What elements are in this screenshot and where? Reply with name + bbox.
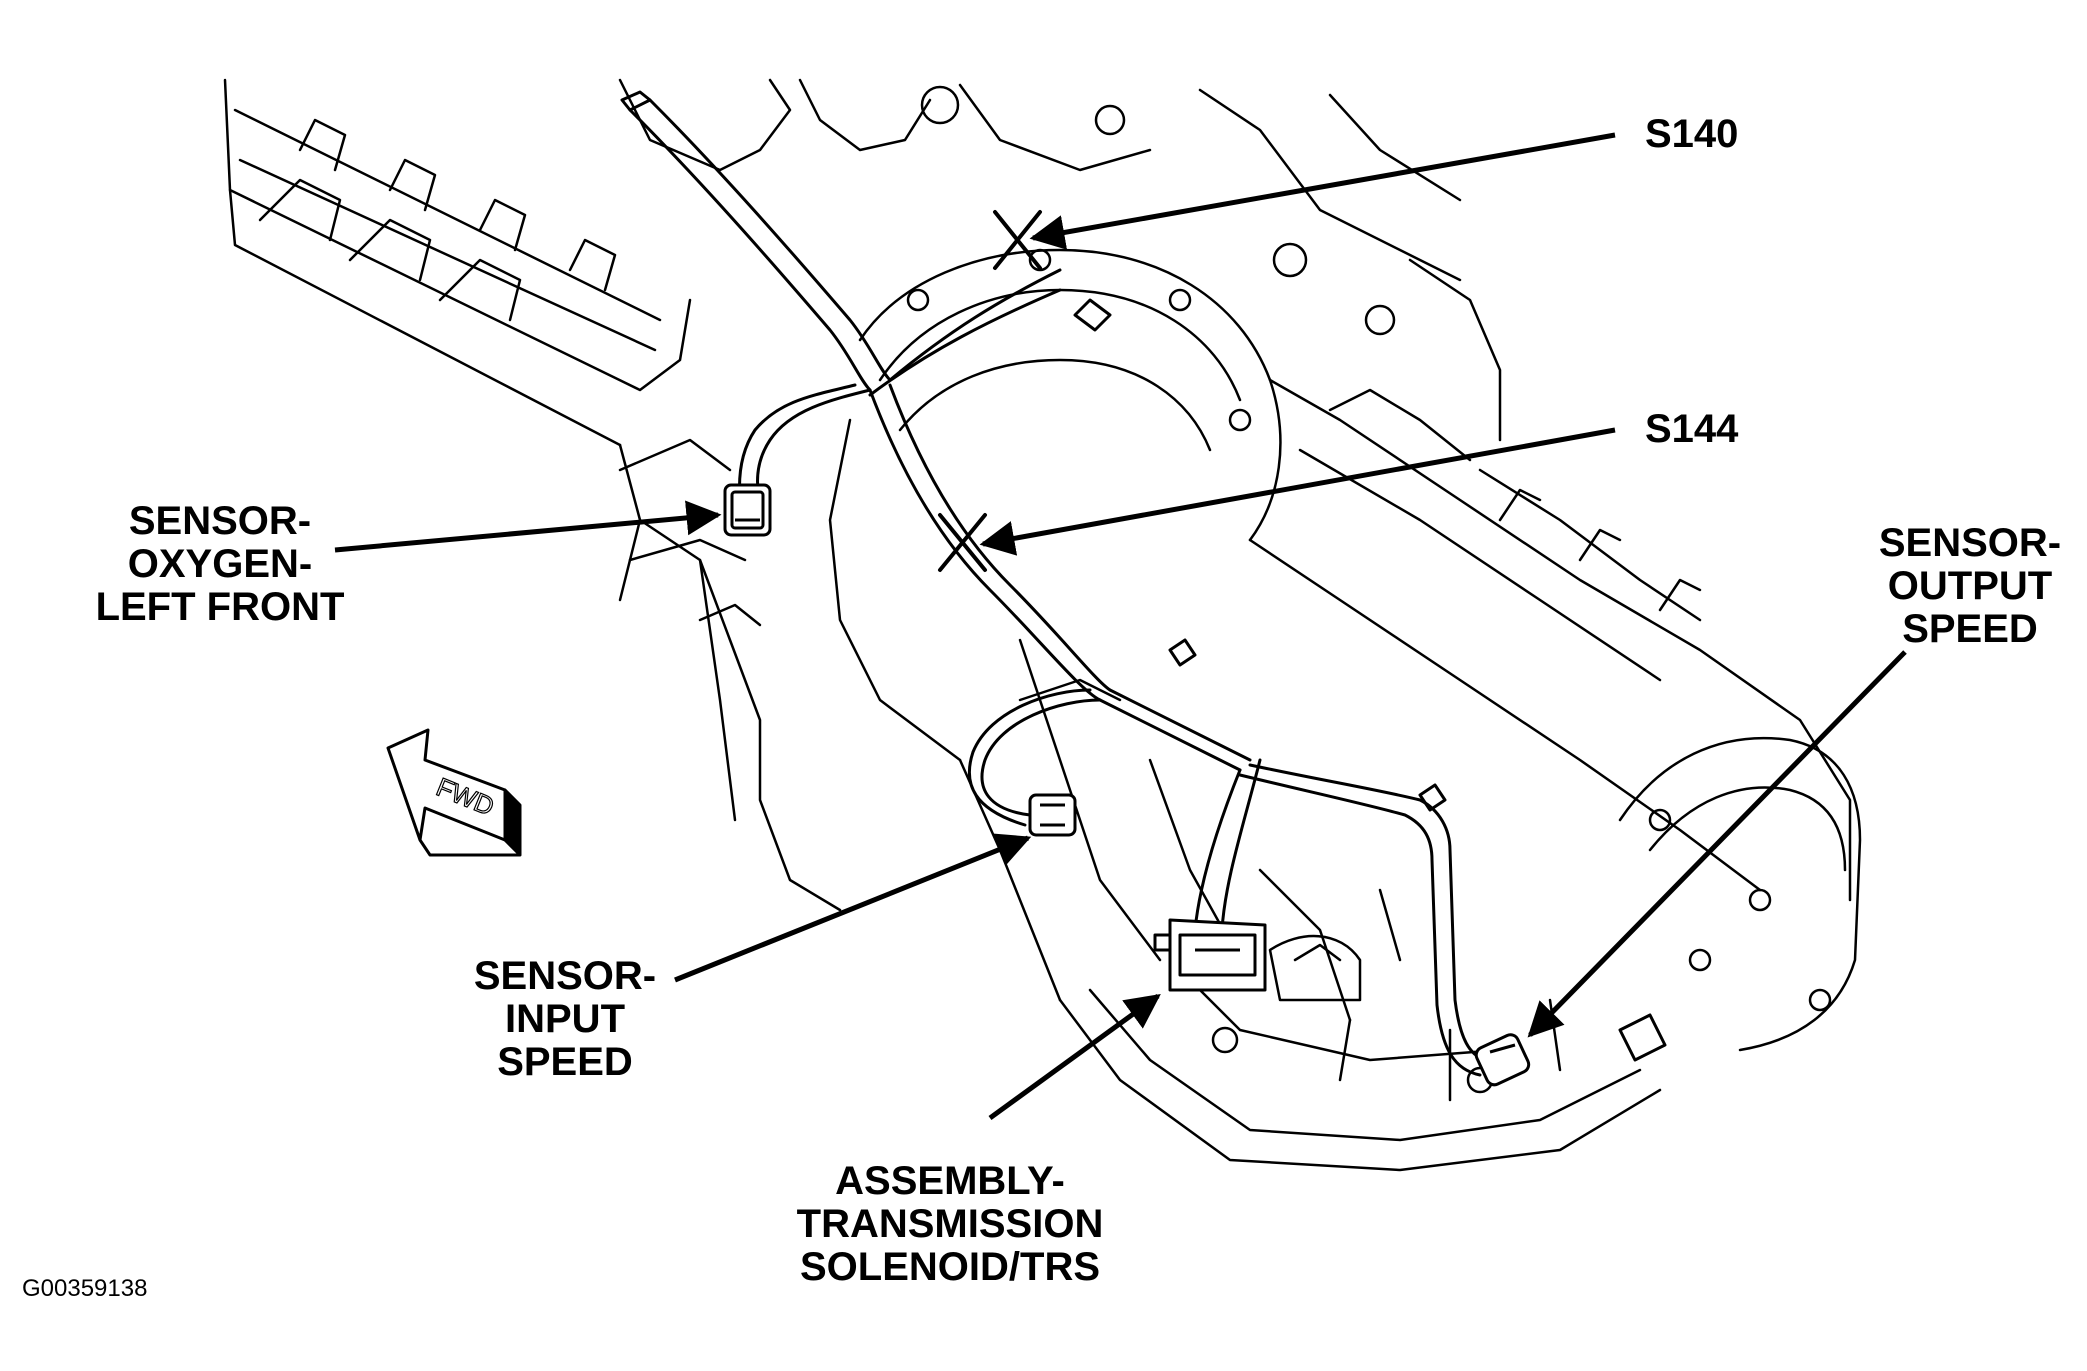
connectors bbox=[723, 483, 1667, 1087]
label-solenoid-line3: SOLENOID/TRS bbox=[799, 1245, 1101, 1289]
label-oxygen-sensor: SENSOR- OXYGEN- LEFT FRONT bbox=[90, 500, 350, 629]
label-output-speed: SENSOR- OUTPUT SPEED bbox=[1860, 522, 2080, 651]
output-speed-sensor-connector bbox=[1474, 1033, 1531, 1087]
label-solenoid-assembly: ASSEMBLY- TRANSMISSION SOLENOID/TRS bbox=[780, 1160, 1120, 1289]
splice-s140-mark bbox=[993, 210, 1042, 270]
leader-solenoid bbox=[988, 993, 1161, 1121]
leader-oxygen-sensor bbox=[334, 500, 722, 553]
label-input-line1: SENSOR- bbox=[473, 954, 657, 998]
label-oxygen-line2: OXYGEN- bbox=[127, 542, 313, 586]
oxygen-sensor-connector bbox=[723, 483, 772, 537]
callout-s140: S140 bbox=[1645, 112, 1739, 156]
label-input-line3: SPEED bbox=[497, 1040, 633, 1084]
leader-input-speed bbox=[674, 833, 1032, 983]
label-oxygen-line1: SENSOR- bbox=[128, 499, 312, 543]
leader-lines bbox=[334, 132, 1907, 1121]
label-output-line1: SENSOR- bbox=[1878, 521, 2062, 565]
figure-id: G00359138 bbox=[22, 1275, 148, 1302]
label-input-speed: SENSOR- INPUT SPEED bbox=[455, 955, 675, 1084]
leader-s144 bbox=[979, 427, 1616, 556]
leader-output-speed bbox=[1527, 650, 1907, 1038]
label-oxygen-line3: LEFT FRONT bbox=[95, 585, 345, 629]
output-speed-sensor bbox=[1618, 1013, 1667, 1062]
callout-s144: S144 bbox=[1645, 407, 1739, 451]
label-input-line2: INPUT bbox=[505, 997, 625, 1041]
forward-arrow-icon bbox=[386, 728, 522, 857]
splice-s144-mark bbox=[938, 513, 987, 572]
wiring-harness bbox=[620, 90, 1487, 1077]
label-solenoid-line1: ASSEMBLY- bbox=[835, 1159, 1065, 1203]
label-solenoid-line2: TRANSMISSION bbox=[796, 1202, 1104, 1246]
solenoid-connector bbox=[1153, 918, 1267, 992]
engine-block-drawing bbox=[223, 78, 1862, 1172]
input-speed-sensor-connector bbox=[1028, 793, 1077, 837]
label-output-line2: OUTPUT bbox=[1887, 564, 2053, 608]
leader-s140 bbox=[1029, 132, 1616, 250]
label-output-line3: SPEED bbox=[1902, 607, 2038, 651]
